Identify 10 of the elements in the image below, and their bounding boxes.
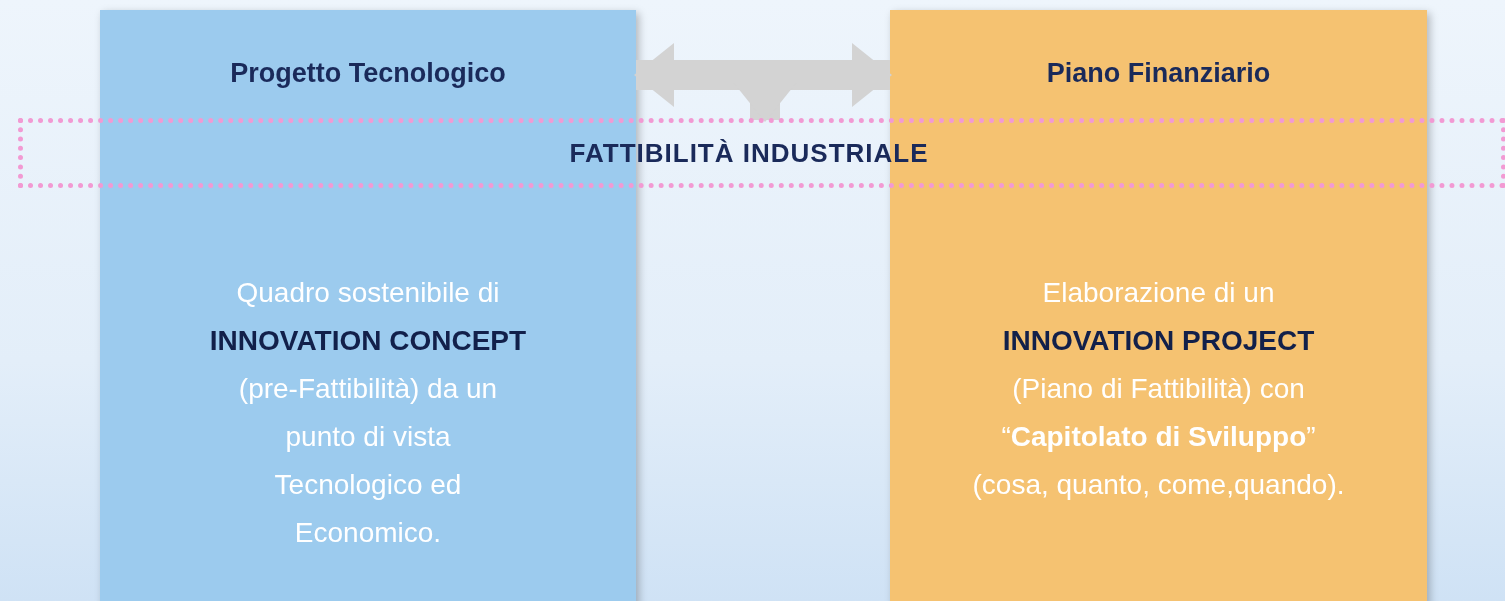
panel-heading: Progetto Tecnologico: [230, 58, 506, 89]
body-text: (Piano di Fattibilità) con “Capitolato di Sviluppo” (cosa, quanto, come,quando).: [971, 372, 1346, 502]
body-text: Elaborazione di un: [1041, 276, 1276, 310]
dashed-band: [18, 118, 1505, 188]
double-arrow: [634, 43, 892, 107]
highlight-text: INNOVATION PROJECT: [1001, 324, 1316, 358]
body-text: Quadro sostenibile di: [235, 276, 501, 310]
panel-heading: Piano Finanziario: [1046, 58, 1271, 89]
body-text: (pre-Fattibilità) da un punto di vista Tecnologico ed Economico.: [237, 372, 499, 550]
highlight-text: INNOVATION CONCEPT: [208, 324, 528, 358]
